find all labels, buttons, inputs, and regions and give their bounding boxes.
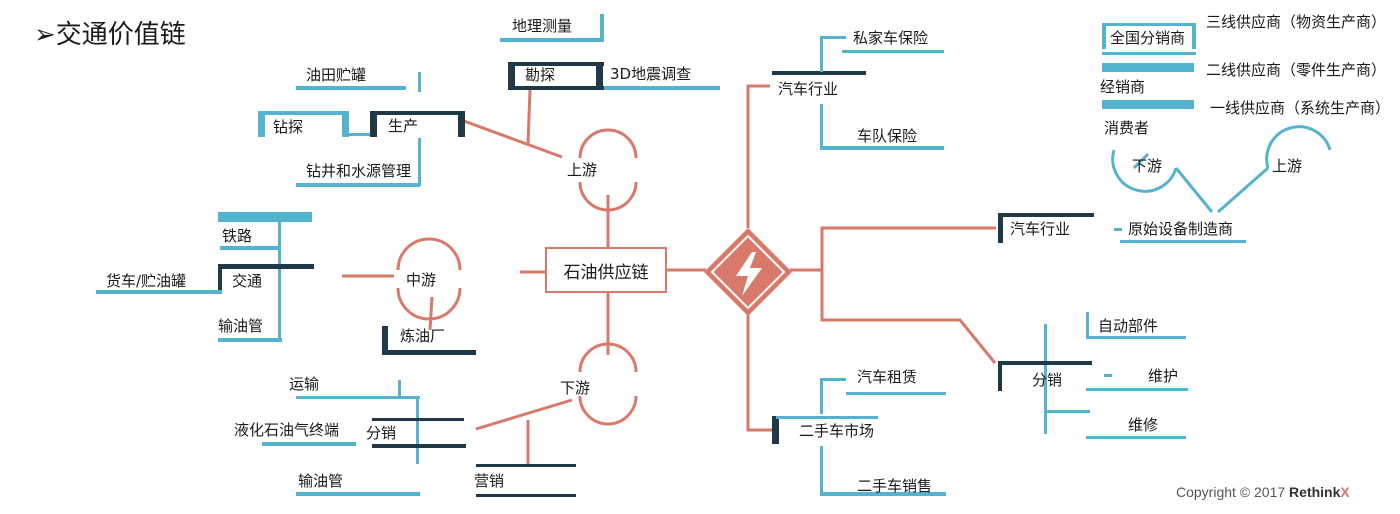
center-node-label: 石油供应链 — [563, 262, 649, 283]
right-downstream-label: 下游 — [1132, 157, 1163, 175]
used-car-market-label: 二手车市场 — [799, 422, 875, 440]
pipeline-mid-label: 输油管 — [218, 317, 264, 335]
stage-midstream-label: 中游 — [406, 271, 437, 289]
oem-label: 原始设备制造商 — [1128, 220, 1234, 238]
lightning-bolt-icon — [736, 252, 762, 296]
marketing-label: 营销 — [474, 472, 505, 490]
main-network-lines — [342, 84, 997, 466]
copyright-prefix: Copyright © 2017 — [1176, 484, 1290, 500]
distribution-right-label: 分销 — [1032, 371, 1063, 389]
drilling-label: 钻探 — [273, 118, 304, 136]
bullet-arrow-icon: ➢ — [34, 20, 56, 50]
seismic-survey-label: 3D地震调查 — [610, 65, 692, 83]
auto-industry-top-label: 汽车行业 — [778, 80, 839, 98]
private-insurance-label: 私家车保险 — [853, 29, 929, 47]
dealer-label: 经销商 — [1100, 78, 1146, 96]
pipeline-down-label: 输油管 — [298, 472, 344, 490]
copyright-brand: Rethink — [1289, 484, 1341, 500]
center-node: 石油供应链 — [545, 247, 667, 293]
geo-survey-label: 地理测量 — [512, 17, 573, 35]
exploration-label: 勘探 — [525, 66, 556, 84]
transport-label: 交通 — [232, 272, 263, 290]
distribution-label: 分销 — [366, 424, 397, 442]
page-title-text: 交通价值链 — [55, 20, 186, 50]
copyright-brand-x: X — [1340, 484, 1350, 500]
lpg-terminal-label: 液化石油气终端 — [234, 421, 340, 439]
node-bars — [96, 14, 1246, 497]
railway-label: 铁路 — [222, 227, 253, 245]
right-upstream-label: 上游 — [1272, 157, 1303, 175]
hub-diamond — [704, 228, 792, 316]
truck-tank-label: 货车/贮油罐 — [106, 272, 187, 290]
auto-right-curves — [1111, 125, 1332, 214]
stage-arcs — [396, 128, 638, 426]
tier3-supplier-label: 三线供应商（物资生产商） — [1206, 13, 1387, 31]
used-car-sales-label: 二手车销售 — [857, 477, 933, 495]
car-rental-label: 汽车租赁 — [857, 368, 918, 386]
consumer-label: 消费者 — [1104, 119, 1150, 137]
fleet-insurance-label: 车队保险 — [857, 127, 918, 145]
auto-parts-label: 自动部件 — [1098, 317, 1159, 335]
refinery-label: 炼油厂 — [400, 327, 446, 345]
auto-industry-right-label: 汽车行业 — [1010, 220, 1071, 238]
stage-downstream-label: 下游 — [560, 379, 591, 397]
production-label: 生产 — [388, 117, 419, 135]
national-distributor-label: 全国分销商 — [1110, 29, 1186, 47]
tier1-supplier-label: 一线供应商（系统生产商） — [1210, 99, 1391, 117]
stage-upstream-label: 上游 — [567, 161, 598, 179]
tier2-supplier-label: 二线供应商（零件生产商） — [1206, 61, 1387, 79]
copyright-notice: Copyright © 2017 RethinkX — [1176, 484, 1350, 500]
repair-label: 维修 — [1128, 416, 1159, 434]
page-title: ➢交通价值链 — [34, 18, 186, 52]
shipping-label: 运输 — [289, 375, 320, 393]
maintenance-label: 维护 — [1148, 367, 1179, 385]
oilfield-storage-label: 油田贮罐 — [306, 66, 367, 84]
well-water-mgmt-label: 钻井和水源管理 — [306, 162, 412, 180]
